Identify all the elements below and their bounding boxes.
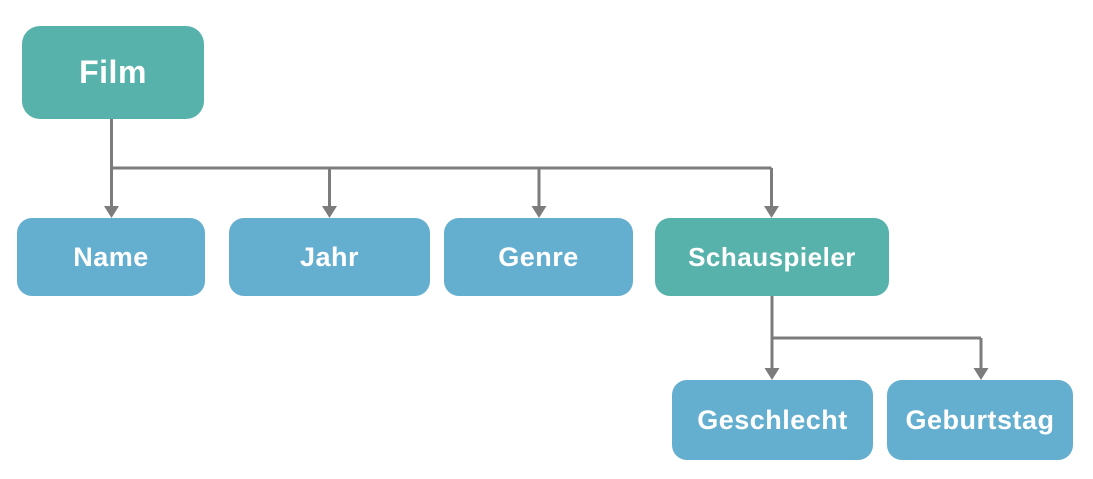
arrowhead-name <box>104 206 119 218</box>
node-geschlecht: Geschlecht <box>672 380 873 460</box>
node-geburtstag: Geburtstag <box>887 380 1073 460</box>
node-schauspieler-label: Schauspieler <box>688 241 856 272</box>
node-name: Name <box>17 218 205 296</box>
node-jahr: Jahr <box>229 218 430 296</box>
node-genre: Genre <box>444 218 633 296</box>
node-name-label: Name <box>73 241 149 272</box>
node-schauspieler: Schauspieler <box>655 218 889 296</box>
arrowhead-genre <box>531 206 547 218</box>
arrowhead-geschlecht <box>764 368 780 380</box>
node-film-label: Film <box>79 54 147 90</box>
arrowhead-geburtstag <box>973 368 989 380</box>
node-film: Film <box>22 26 204 119</box>
node-geburtstag-label: Geburtstag <box>905 404 1055 435</box>
arrowhead-jahr <box>322 206 337 218</box>
node-jahr-label: Jahr <box>299 241 360 272</box>
arrowhead-schauspieler <box>764 206 779 218</box>
node-genre-label: Genre <box>498 241 579 272</box>
node-geschlecht-label: Geschlecht <box>697 404 848 435</box>
